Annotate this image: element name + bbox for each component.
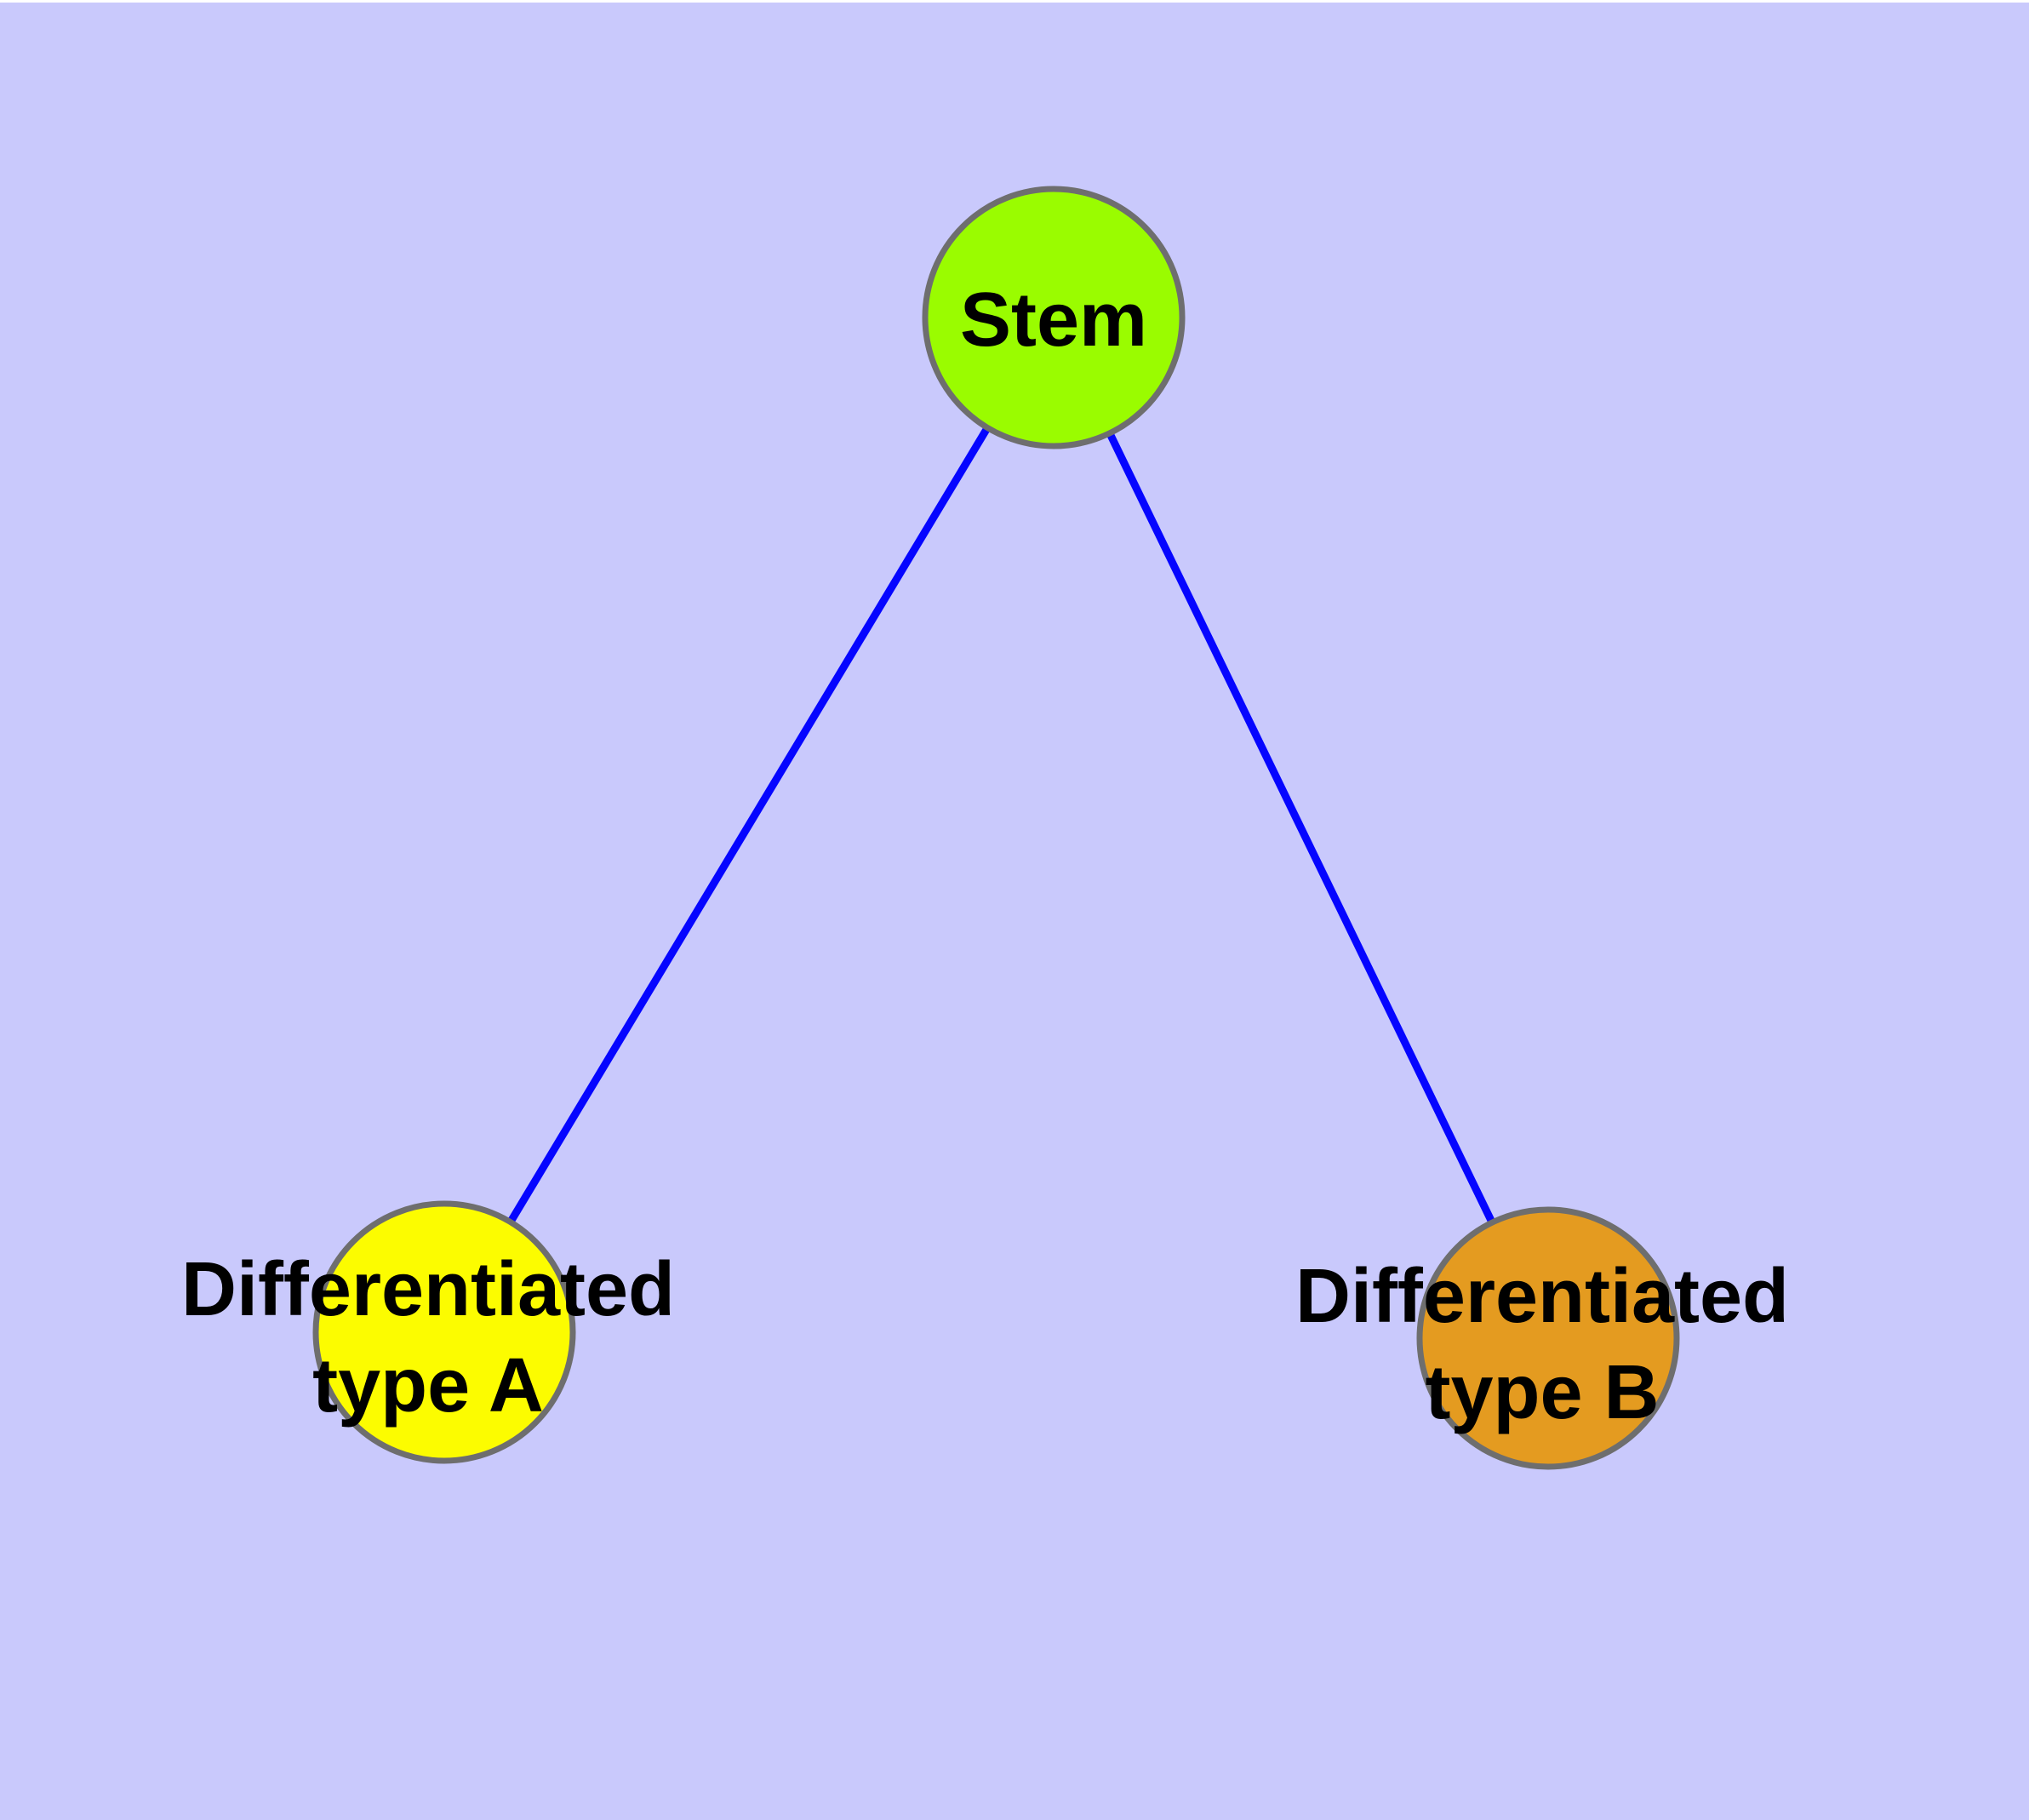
node-differentiated-type-b — [1416, 1206, 1680, 1470]
node-stem-label: Stem — [960, 278, 1147, 363]
node-type-b-label-line1: Differentiated — [1295, 1254, 1789, 1339]
node-type-b-label-line2: type B — [1425, 1350, 1659, 1435]
top-margin-strip — [0, 0, 2029, 3]
node-type-a-label-line2: type A — [312, 1343, 544, 1428]
node-stem — [922, 186, 1186, 449]
edge-stem-to-type-b — [1049, 316, 1552, 1340]
node-differentiated-type-a — [312, 1200, 576, 1464]
node-type-a-label-line1: Differentiated — [181, 1247, 675, 1332]
edge-stem-to-type-a — [441, 315, 1057, 1335]
